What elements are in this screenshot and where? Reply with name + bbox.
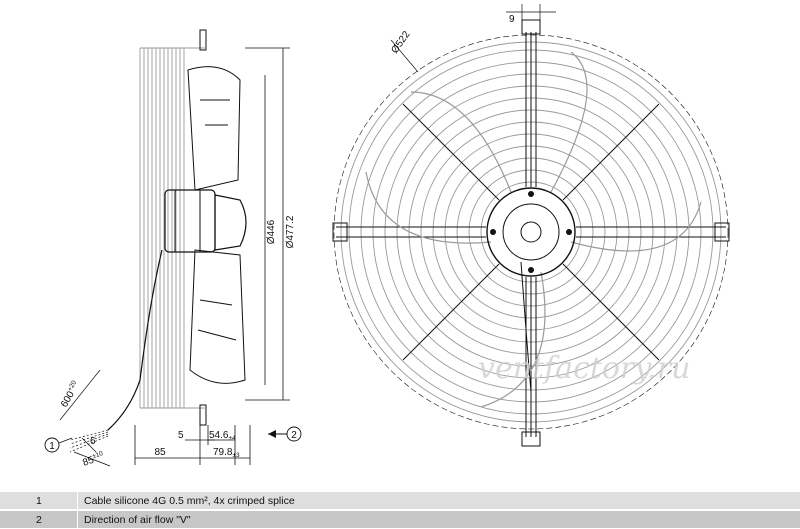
dim-strip-85: 85±10 (81, 450, 106, 469)
technical-drawing: Ø446 Ø477.2 600+20 5 54.6±4 85 79.8±3 (44, 4, 730, 469)
legend-text: Cable silicone 4G 0.5 mm², 4x crimped sp… (84, 494, 295, 507)
dim-54-6: 54.6±4 (209, 430, 236, 442)
legend-row: 1 Cable silicone 4G 0.5 mm², 4x crimped … (0, 492, 800, 509)
dim-9: 9 (509, 14, 515, 25)
dim-strip-6: 6 (90, 436, 96, 447)
callout-2: 2 (291, 430, 297, 441)
dim-5: 5 (178, 430, 184, 441)
side-view: Ø446 Ø477.2 600+20 5 54.6±4 85 79.8±3 (44, 29, 302, 469)
dim-cable-length: 600+20 (58, 379, 82, 409)
dim-d446: Ø446 (266, 219, 277, 244)
legend-row: 2 Direction of air flow "V" (0, 511, 800, 528)
watermark: ventfactory.ru (478, 351, 691, 386)
callout-1: 1 (49, 441, 55, 452)
legend-num: 1 (0, 492, 78, 509)
dim-d477: Ø477.2 (285, 215, 296, 248)
dim-79-8: 79.8±3 (213, 447, 240, 459)
legend-table: 1 Cable silicone 4G 0.5 mm², 4x crimped … (0, 490, 800, 529)
legend-text: Direction of air flow "V" (84, 513, 191, 526)
dim-85: 85 (154, 447, 166, 458)
legend-num: 2 (0, 511, 78, 528)
